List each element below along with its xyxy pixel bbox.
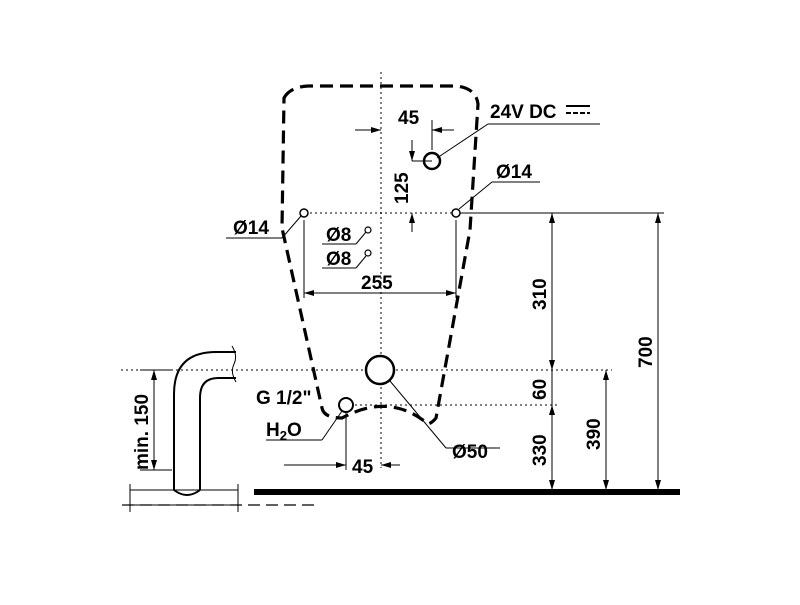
dim-330: 330	[530, 434, 551, 466]
fixing-hole-right	[451, 208, 461, 218]
leader-h2o	[321, 410, 343, 441]
hole-d8-bottom	[364, 249, 372, 257]
leader-d14-left	[281, 215, 302, 239]
label-d14-left: Ø14	[233, 218, 269, 239]
supply-pipe	[173, 351, 236, 490]
leader-d8-top-diag	[355, 231, 367, 245]
dim-310: 310	[530, 278, 551, 310]
water-inlet-hole	[338, 397, 354, 413]
dim-45-bottom: 45	[352, 457, 374, 478]
leader-d14-right	[458, 181, 493, 210]
floor-line	[254, 489, 680, 495]
label-d14-right: Ø14	[496, 162, 532, 183]
waste-hole	[364, 354, 396, 386]
dim-60: 60	[530, 379, 551, 400]
dim-255: 255	[361, 273, 393, 294]
leader-d50	[389, 380, 447, 449]
dim-45-top: 45	[398, 108, 420, 129]
label-g-half: G 1/2"	[256, 388, 311, 409]
pipe-foot	[173, 489, 201, 496]
urinal-outline	[280, 84, 480, 426]
label-d8-top: Ø8	[326, 225, 351, 246]
dim-700: 700	[636, 336, 657, 368]
hole-d8-top	[364, 226, 372, 234]
label-d50: Ø50	[452, 442, 488, 463]
label-24v-dc: 24V DC	[490, 102, 557, 123]
label-d8-bottom: Ø8	[326, 249, 351, 270]
dim-390: 390	[584, 418, 605, 450]
leader-d8-bottom-diag	[355, 255, 367, 269]
label-h2o: H2O	[266, 420, 302, 443]
fixing-hole-left	[299, 208, 309, 218]
pipe-break-line	[231, 345, 237, 383]
leader-24v	[436, 123, 489, 159]
dim-125: 125	[392, 172, 413, 204]
dim-min-150: min. 150	[132, 394, 153, 470]
